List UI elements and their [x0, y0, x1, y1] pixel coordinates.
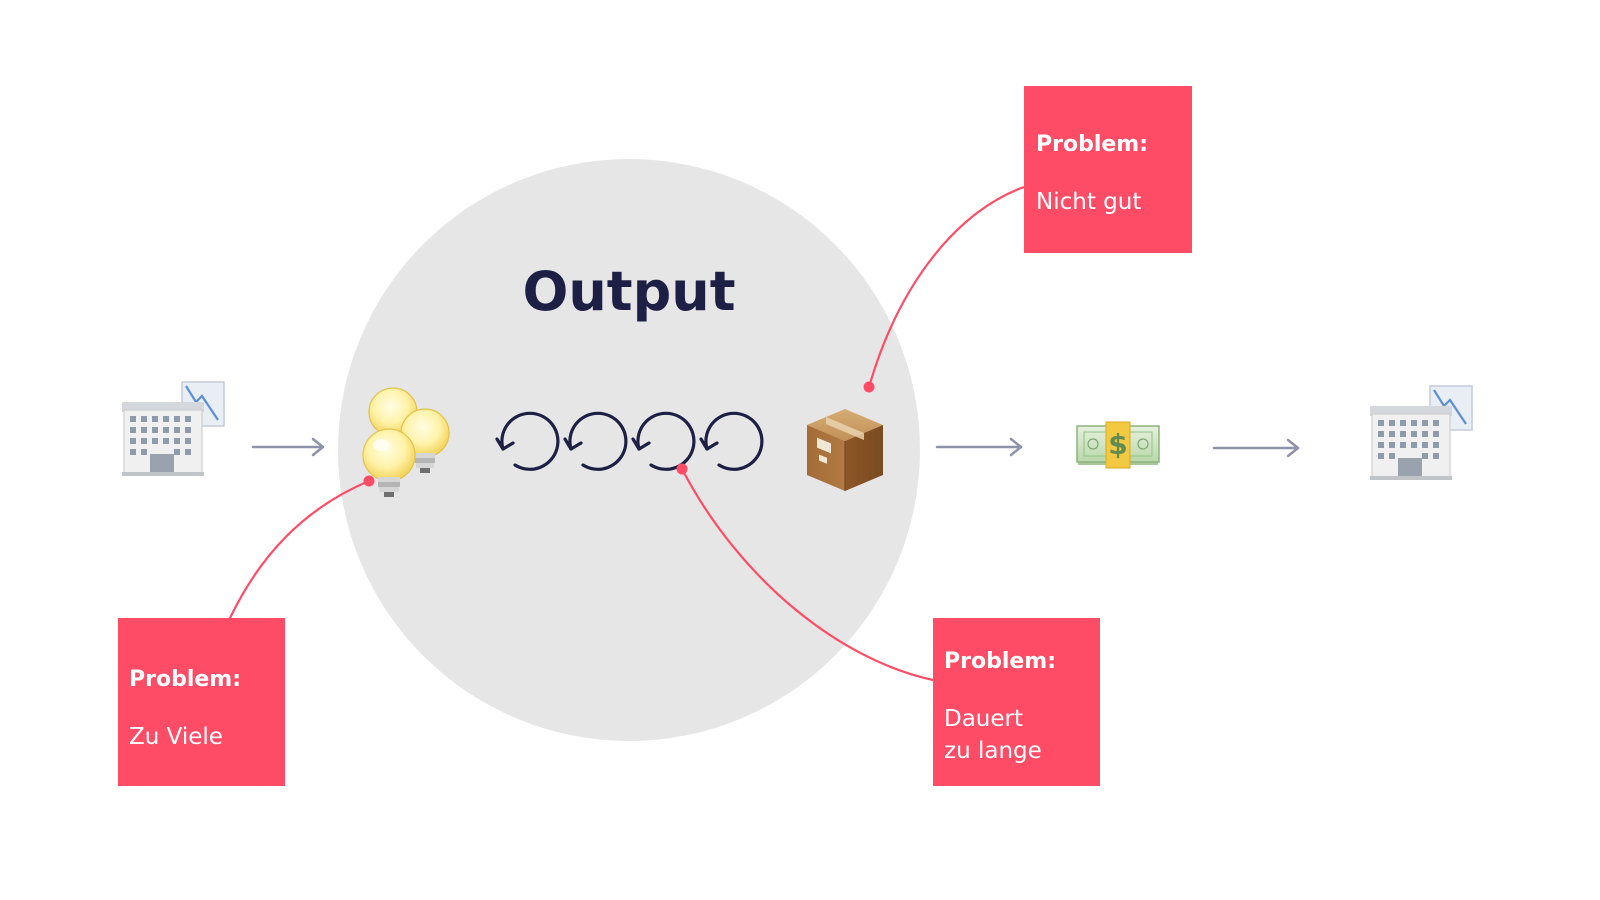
- cycle-arrow-icon: [699, 411, 764, 471]
- problem-box-cycles-bg: [933, 618, 1100, 786]
- connector-line-cycles: [681, 468, 934, 682]
- problem-box-ideas-bg: [118, 618, 285, 786]
- problem-heading: Problem:: [1036, 132, 1148, 157]
- problem-text: Zu Viele: [129, 724, 223, 750]
- problem-text: Dauert: [944, 706, 1023, 732]
- problem-text: zu lange: [944, 738, 1042, 764]
- problem-box-cycles: Problem: Dauert zu lange: [933, 618, 1100, 786]
- cycle-arrow-icon: [563, 411, 628, 471]
- problem-box-ideas: Problem: Zu Viele: [118, 618, 285, 786]
- svg-text:$: $: [1108, 428, 1127, 461]
- light-bulbs-icon: [362, 387, 450, 497]
- problem-text: Nicht gut: [1036, 189, 1141, 215]
- cycle-arrow-icon: [631, 411, 696, 471]
- problem-heading: Problem:: [944, 649, 1056, 674]
- office-building-declining-chart-icon: [122, 381, 225, 476]
- arrow-right-icon: [1212, 438, 1300, 458]
- problem-box-product: Problem: Nicht gut: [1024, 86, 1192, 253]
- cycle-arrow-icon: [495, 411, 560, 471]
- connector-dot-ideas: [363, 475, 375, 487]
- money-banknotes-icon: $: [1076, 421, 1160, 469]
- office-building-declining-chart-icon: [1370, 385, 1473, 480]
- diagram-title: Output: [522, 260, 735, 323]
- arrow-right-icon: [935, 437, 1023, 457]
- connector-dot-cycles: [676, 463, 688, 475]
- package-icon: [807, 409, 883, 491]
- arrow-right-icon: [251, 437, 325, 457]
- connector-line-ideas: [229, 479, 370, 619]
- output-circle: [338, 159, 920, 741]
- cycle-arrows-icon: [495, 411, 764, 471]
- problem-box-product-bg: [1024, 86, 1192, 253]
- connector-line-product: [867, 185, 1025, 388]
- problem-heading: Problem:: [129, 667, 241, 692]
- connector-dot-product: [863, 381, 875, 393]
